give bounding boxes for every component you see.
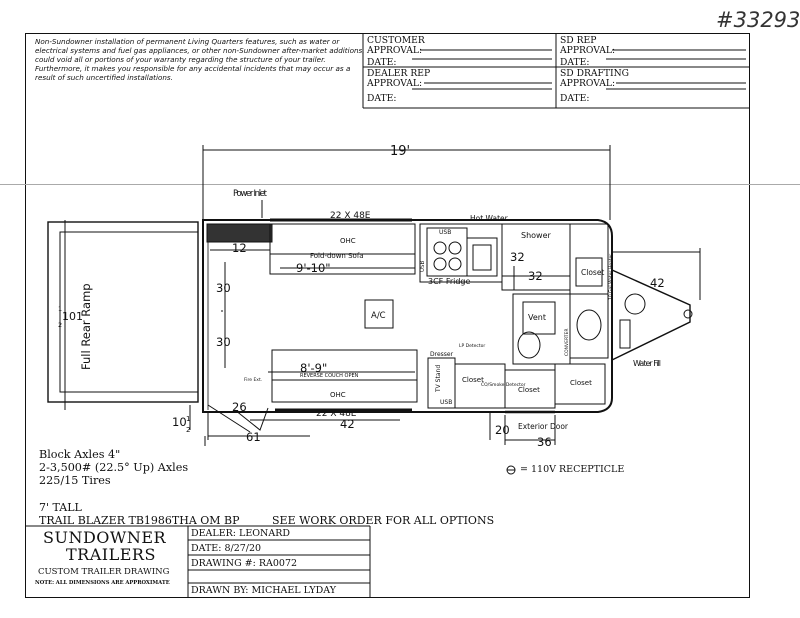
axles-line-1: Block Axles 4"	[39, 448, 121, 461]
drawing-frame	[25, 33, 750, 598]
sofa-label: Fold-down Sofa	[310, 252, 364, 260]
hot-water-label: Hot Water	[470, 214, 509, 223]
ac-unit	[364, 299, 394, 329]
vent-label: Vent	[528, 313, 546, 322]
lp-detector-label: LP Detector	[459, 343, 485, 349]
dim-32-a: 32	[510, 250, 525, 264]
rear-ramp-label: Full Rear Ramp	[79, 283, 93, 370]
sd-drafting-approval-label: SD DRAFTING APPROVAL:	[560, 68, 630, 89]
reverse-couch-label: REVERSE COUCH OPEN	[300, 373, 359, 379]
sd-rep-date-label: DATE:	[560, 57, 590, 68]
converter-label: CONVERTER	[564, 329, 570, 357]
dresser-label: Dresser	[430, 351, 454, 358]
closet-2-label: Closet	[518, 386, 540, 394]
axles-line-2: 2-3,500# (22.5° Up) Axles	[39, 461, 189, 474]
trailer-tongue	[611, 269, 691, 361]
tv-stand-label: TV Stand	[435, 365, 442, 393]
width-frac-den: 2	[58, 321, 62, 329]
width-frac-num: 1	[58, 305, 62, 313]
dim-10-frac-num: 1	[186, 415, 190, 423]
fire-ext-label: Fire Ext.	[244, 377, 262, 383]
dim-30-a: 30	[216, 281, 231, 295]
work-order-label: SEE WORK ORDER FOR ALL OPTIONS	[272, 514, 495, 527]
window-bottom-label: 22 X 48E	[316, 409, 357, 419]
usb-3-label: USB	[420, 260, 426, 272]
drawing-number-field: DRAWING #: RA0072	[191, 558, 298, 569]
fridge-label: 3CF Fridge	[428, 277, 471, 286]
window-top-label: 22 X 48E	[330, 211, 371, 221]
width-label: 101	[62, 310, 83, 323]
closet-3-label: Closet	[570, 379, 592, 387]
dim-12: 12	[232, 241, 247, 255]
usb-1-label: USB	[440, 399, 452, 406]
sd-rep-approval-label: SD REP APPROVAL:	[560, 35, 616, 56]
water-heater-label: 10 Gal Water Heater	[608, 254, 614, 300]
exterior-door-label: Exterior Door	[518, 422, 569, 431]
ohc-bottom-label: OHC	[330, 391, 346, 399]
sofa-dimension: 9'-10"	[296, 261, 331, 275]
customer-approval-label: CUSTOMER APPROVAL:	[367, 35, 425, 56]
overall-length-label: 19'	[390, 144, 410, 159]
brand-line-1: SUNDOWNER	[43, 528, 167, 547]
sink	[466, 237, 498, 277]
dim-10-frac-den: 2	[186, 426, 190, 434]
dim-42-tongue: 42	[650, 276, 665, 290]
dim-30-b: 30	[216, 335, 231, 349]
dealer-rep-approval-label: DEALER REP APPROVAL:	[367, 68, 431, 89]
reference-number: #33293	[716, 8, 800, 32]
dim-61: 61	[246, 430, 261, 444]
fold-down-sofa	[269, 253, 416, 275]
dimensions-note: NOTE: ALL DIMENSIONS ARE APPROXIMATE	[35, 580, 170, 586]
closet-1-label: Closet	[462, 376, 484, 384]
model-label: TRAIL BLAZER TB1986THA OM BP	[39, 514, 240, 527]
brand-line-2: TRAILERS	[66, 545, 156, 564]
sd-drafting-date-label: DATE:	[560, 93, 590, 104]
dealer-field: DEALER: LEONARD	[191, 528, 291, 539]
ohc-top-label: OHC	[340, 237, 356, 245]
closet-right-label: Closet	[581, 268, 604, 277]
drawing-type: CUSTOM TRAILER DRAWING	[38, 567, 170, 577]
dim-10: 10	[172, 415, 187, 429]
shower-label: Shower	[521, 231, 552, 240]
power-inlet-label: Power Inlet	[233, 189, 268, 199]
scan-fold-line	[0, 184, 800, 185]
trailer-body	[202, 219, 613, 413]
customer-date-label: DATE:	[367, 57, 397, 68]
receptacle-legend: = 110V RECEPTICLE	[520, 464, 625, 475]
ohc-bottom	[271, 379, 418, 403]
height-label: 7' TALL	[39, 501, 82, 514]
axle-specs: Block Axles 4" 2-3,500# (22.5° Up) Axles…	[39, 448, 188, 487]
water-fill-label: Water Fill	[633, 359, 661, 368]
date-field: DATE: 8/27/20	[191, 543, 262, 554]
usb-2-label: USB	[439, 229, 451, 236]
dim-20: 20	[495, 423, 510, 437]
dim-32-b: 32	[528, 269, 543, 283]
warranty-notice: Non-Sundowner installation of permanent …	[35, 37, 365, 82]
dim-42-bottom: 42	[340, 417, 355, 431]
dealer-date-label: DATE:	[367, 93, 397, 104]
tires-line: 225/15 Tires	[39, 474, 111, 487]
dim-26: 26	[232, 400, 247, 414]
dim-8-9: 8'-9"	[300, 361, 327, 375]
drawn-by-field: DRAWN BY: MICHAEL LYDAY	[191, 585, 336, 596]
dim-36: 36	[537, 435, 552, 449]
ac-label: A/C	[371, 311, 386, 321]
co-smoke-label: CO/Smoke Detector	[481, 382, 526, 388]
